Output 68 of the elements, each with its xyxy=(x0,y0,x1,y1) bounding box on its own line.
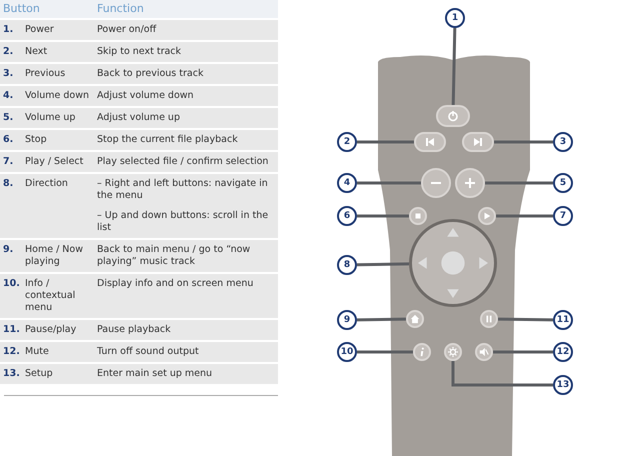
row-number: 12. xyxy=(0,342,22,362)
leader-line xyxy=(357,182,421,184)
button-name: Home / Now playing xyxy=(22,240,94,272)
button-name: Info / contextual menu xyxy=(22,274,94,318)
callout-number: 1 xyxy=(445,8,465,28)
leader-line xyxy=(452,361,553,386)
button-name: Volume up xyxy=(22,108,94,128)
column-header: Button xyxy=(0,0,94,18)
row-number: 11. xyxy=(0,320,22,340)
row-number: 1. xyxy=(0,20,22,40)
leader-line xyxy=(485,182,553,184)
function-text: – Up and down buttons: scroll in the list xyxy=(97,210,270,234)
callout-number: 11 xyxy=(553,310,573,330)
function-text: Back to previous track xyxy=(94,64,278,84)
row-number: 10. xyxy=(0,274,22,318)
row-number: 6. xyxy=(0,130,22,150)
callout-number: 5 xyxy=(553,173,573,193)
function-text: Display info and on screen menu xyxy=(94,274,278,318)
button-name: Volume down xyxy=(22,86,94,106)
callout-number: 4 xyxy=(337,173,357,193)
row-number: 13. xyxy=(0,364,22,384)
function-text: Skip to next track xyxy=(94,42,278,62)
function-text: Enter main set up menu xyxy=(94,364,278,384)
leader-line xyxy=(357,214,409,218)
button-name: Direction xyxy=(22,174,94,238)
function-text: Turn off sound output xyxy=(94,342,278,362)
callout-number: 13 xyxy=(553,375,573,395)
button-name: Play / Select xyxy=(22,152,94,172)
button-name: Stop xyxy=(22,130,94,150)
leader-line xyxy=(498,318,554,322)
row-number: 3. xyxy=(0,64,22,84)
function-text: – Right and left buttons: navigate in the menu xyxy=(97,178,269,202)
leader-line xyxy=(356,318,406,322)
row-number: 2. xyxy=(0,42,22,62)
leader-line xyxy=(494,140,553,144)
button-name: Power xyxy=(22,20,94,40)
callout-number: 10 xyxy=(337,342,357,362)
button-name: Mute xyxy=(22,342,94,362)
row-number: 7. xyxy=(0,152,22,172)
row-number: 9. xyxy=(0,240,22,272)
button-name: Pause/play xyxy=(22,320,94,340)
function-text: Pause playback xyxy=(94,320,278,340)
callout-number: 3 xyxy=(553,132,573,152)
function-text: Adjust volume down xyxy=(94,86,278,106)
leader-line xyxy=(357,350,413,354)
row-number: 8. xyxy=(0,174,22,238)
leader-line xyxy=(357,140,414,144)
callout-number: 6 xyxy=(337,206,357,226)
leader-line xyxy=(356,262,410,266)
callout-number: 7 xyxy=(553,206,573,226)
row-number: 5. xyxy=(0,108,22,128)
function-text: Back to main menu / go to “now playing” music track xyxy=(94,240,278,272)
function-text: Adjust volume up xyxy=(94,108,278,128)
column-header: Function xyxy=(94,0,278,18)
callout-number: 8 xyxy=(337,255,357,275)
callout-number: 12 xyxy=(553,342,573,362)
button-name: Previous xyxy=(22,64,94,84)
function-text: Play selected file / confirm selection xyxy=(94,152,278,172)
callout-number: 9 xyxy=(337,310,357,330)
leader-line xyxy=(496,214,553,218)
button-name: Next xyxy=(22,42,94,62)
leader-line xyxy=(452,28,456,106)
row-number: 4. xyxy=(0,86,22,106)
leader-line xyxy=(493,350,553,354)
function-text: Power on/off xyxy=(94,20,278,40)
callout-number: 2 xyxy=(337,132,357,152)
function-text: Stop the current file playback xyxy=(94,130,278,150)
button-name: Setup xyxy=(22,364,94,384)
